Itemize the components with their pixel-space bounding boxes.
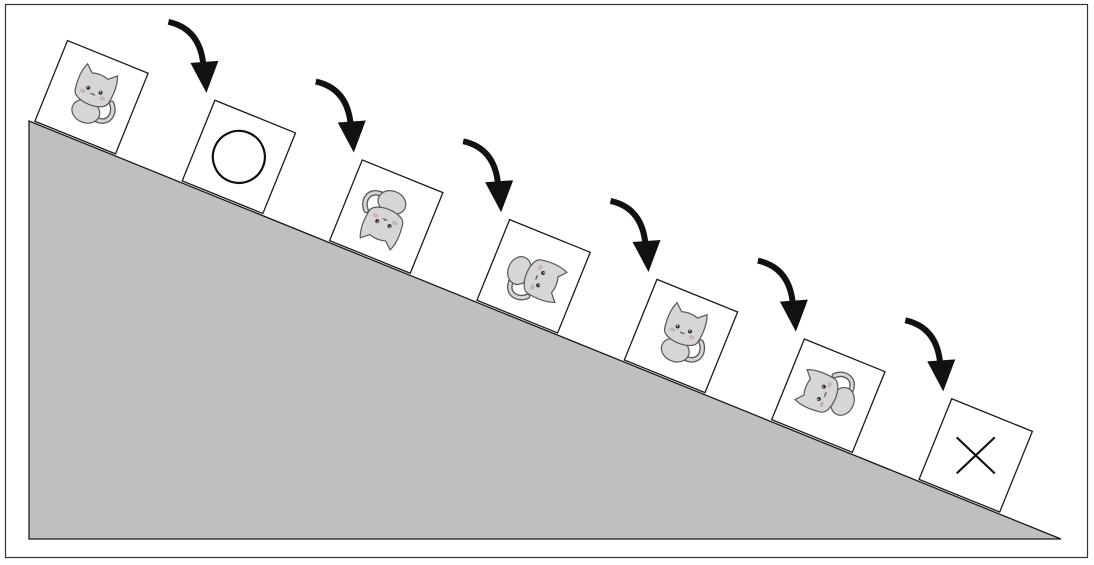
curved-arrow-icon	[757, 257, 808, 332]
cross-icon	[955, 436, 996, 475]
curved-arrow-icon	[462, 138, 514, 213]
circle-icon	[211, 129, 266, 185]
sequence-card	[328, 159, 444, 275]
sequence-card	[770, 338, 886, 454]
sequence-card	[34, 39, 149, 155]
sequence-card	[181, 99, 297, 215]
curved-arrow-icon	[609, 198, 661, 272]
curved-arrow-icon	[315, 78, 366, 153]
card-face	[181, 99, 297, 215]
sequence-card	[476, 218, 592, 334]
inclined-ramp	[28, 120, 1062, 540]
sequence-card	[623, 278, 739, 394]
curved-arrow-icon	[167, 18, 219, 93]
curved-arrow-icon	[904, 317, 956, 392]
sequence-card	[918, 397, 1034, 513]
